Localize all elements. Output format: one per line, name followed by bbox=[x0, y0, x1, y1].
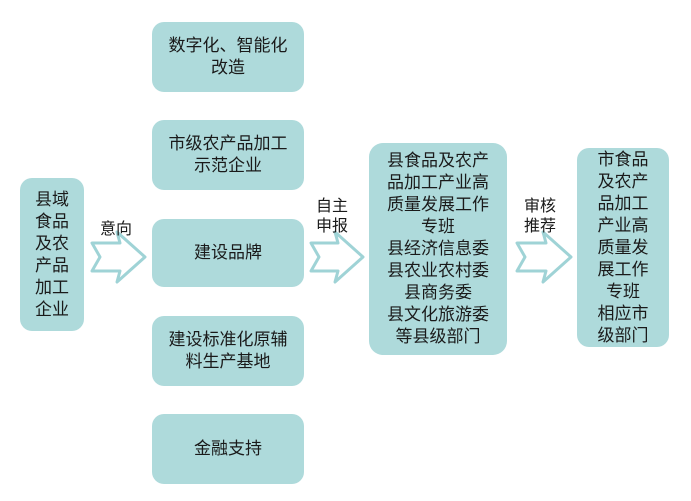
text-line: 食品 bbox=[35, 211, 69, 232]
text-line: 产品 bbox=[35, 255, 69, 276]
text-line: 质量发展工作 bbox=[387, 195, 489, 215]
arrow-intent bbox=[90, 230, 147, 284]
text-line: 数字化、智能化 bbox=[168, 36, 288, 56]
label-intent-text: 意向 bbox=[94, 219, 138, 239]
text-line: 金融支持 bbox=[194, 439, 262, 459]
text-line: 及农 bbox=[35, 233, 69, 254]
node-demo-enterprise-text: 市级农产品加工示范企业 bbox=[169, 133, 288, 177]
text-line: 加工 bbox=[35, 277, 69, 298]
text-line: 市级农产品加工 bbox=[168, 134, 288, 154]
text-line: 县商务委 bbox=[404, 283, 472, 303]
arrow-self-report bbox=[309, 230, 365, 284]
text-line: 意向 bbox=[99, 219, 132, 238]
text-line: 县食品及农产 bbox=[387, 151, 489, 171]
node-financial-support: 金融支持 bbox=[152, 414, 304, 484]
text-line: 专班 bbox=[606, 281, 640, 302]
text-line: 县文化旅游委 bbox=[387, 305, 489, 325]
node-raw-material-base-text: 建设标准化原辅料生产基地 bbox=[169, 329, 288, 373]
text-line: 专班 bbox=[421, 217, 455, 237]
node-city-taskforce-text: 市食品及农产品加工产业高质量发展工作专班相应市级部门 bbox=[598, 149, 649, 347]
node-demo-enterprise: 市级农产品加工示范企业 bbox=[152, 120, 304, 190]
node-city-taskforce: 市食品及农产品加工产业高质量发展工作专班相应市级部门 bbox=[577, 148, 669, 347]
text-line: 品加工产业高 bbox=[387, 173, 489, 193]
text-line: 相应市 bbox=[597, 303, 649, 324]
text-line: 推荐 bbox=[523, 216, 556, 235]
text-line: 示范企业 bbox=[194, 156, 262, 176]
text-line: 产业高 bbox=[597, 215, 649, 236]
text-line: 县经济信息委 bbox=[387, 239, 489, 259]
node-digital-transformation: 数字化、智能化改造 bbox=[152, 22, 304, 92]
text-line: 审核 bbox=[523, 196, 556, 215]
node-county-taskforce: 县食品及农产品加工产业高质量发展工作专班县经济信息委县农业农村委县商务委县文化旅… bbox=[369, 143, 507, 355]
node-financial-support-text: 金融支持 bbox=[194, 438, 262, 460]
text-line: 改造 bbox=[211, 58, 245, 78]
text-line: 市食品 bbox=[597, 149, 649, 170]
text-line: 质量发 bbox=[597, 237, 649, 258]
node-brand-building: 建设品牌 bbox=[152, 219, 304, 287]
text-line: 县农业农村委 bbox=[387, 261, 489, 281]
node-brand-building-text: 建设品牌 bbox=[194, 242, 262, 264]
node-digital-transformation-text: 数字化、智能化改造 bbox=[169, 35, 288, 79]
text-line: 展工作 bbox=[597, 259, 649, 280]
text-line: 建设标准化原辅 bbox=[168, 330, 288, 350]
node-county-enterprise: 县域食品及农产品加工企业 bbox=[20, 178, 84, 331]
text-line: 等县级部门 bbox=[395, 327, 481, 347]
node-county-enterprise-text: 县域食品及农产品加工企业 bbox=[35, 189, 69, 321]
node-county-taskforce-text: 县食品及农产品加工产业高质量发展工作专班县经济信息委县农业农村委县商务委县文化旅… bbox=[387, 150, 489, 348]
text-line: 料生产基地 bbox=[185, 352, 271, 372]
label-review-text: 审核推荐 bbox=[520, 196, 560, 236]
label-review: 审核推荐 bbox=[520, 196, 560, 236]
text-line: 及农产 bbox=[597, 171, 649, 192]
label-intent: 意向 bbox=[94, 219, 138, 239]
text-line: 自主 bbox=[315, 196, 348, 215]
label-self-report: 自主申报 bbox=[312, 196, 352, 236]
node-raw-material-base: 建设标准化原辅料生产基地 bbox=[152, 316, 304, 386]
text-line: 级部门 bbox=[597, 325, 649, 346]
text-line: 企业 bbox=[35, 299, 69, 320]
text-line: 申报 bbox=[315, 216, 348, 235]
label-self-report-text: 自主申报 bbox=[312, 196, 352, 236]
arrow-review bbox=[515, 230, 573, 284]
text-line: 县域 bbox=[35, 189, 69, 210]
text-line: 建设品牌 bbox=[194, 243, 262, 263]
text-line: 品加工 bbox=[597, 193, 649, 214]
